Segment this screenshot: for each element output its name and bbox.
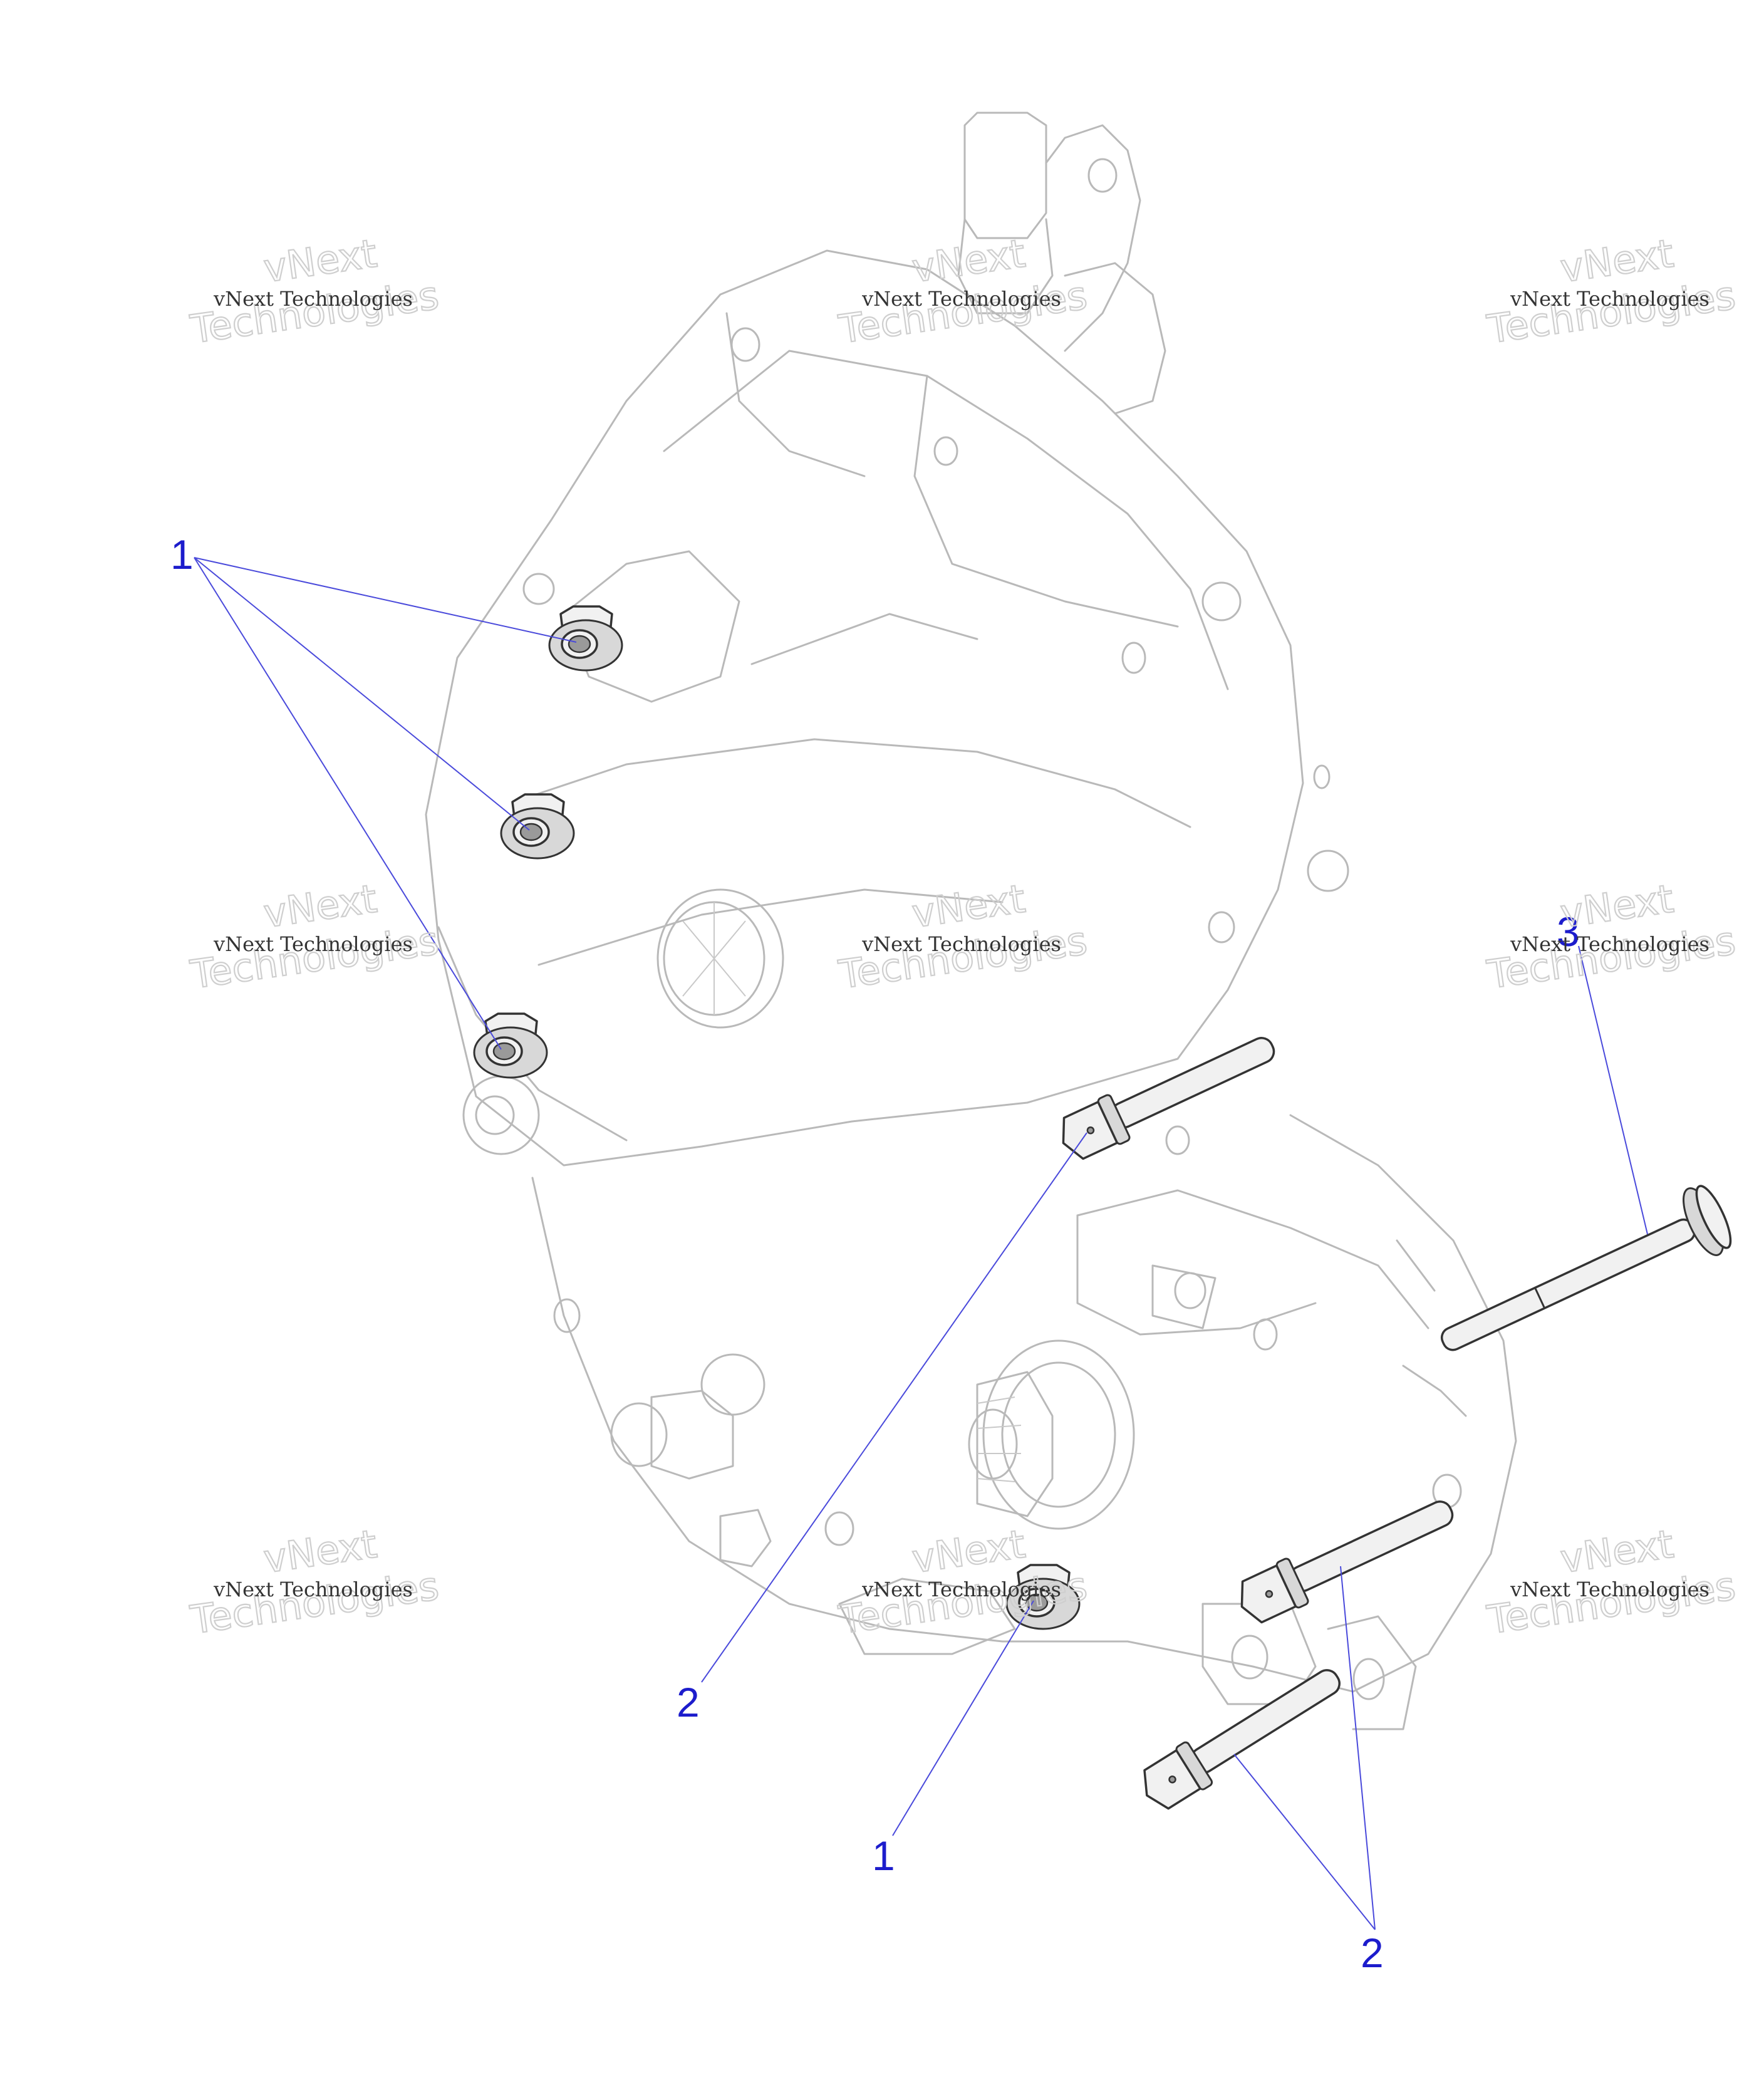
svg-text:vNext Technologies: vNext Technologies — [213, 932, 413, 956]
callout-item-1-lower: 1 — [872, 1833, 895, 1879]
watermark: vNext Technologies vNext Technologies — [1483, 875, 1739, 998]
svg-text:vNext Technologies: vNext Technologies — [1510, 932, 1710, 956]
flange-nut — [473, 1012, 548, 1079]
leader-lines — [194, 557, 1648, 1930]
callout-item-2-right: 2 — [1361, 1930, 1384, 1976]
housing-outline — [425, 112, 1517, 1730]
svg-text:vNext Technologies: vNext Technologies — [861, 287, 1061, 311]
svg-text:vNext Technologies: vNext Technologies — [213, 287, 413, 311]
watermark: vNext Technologies vNext Technologies — [1483, 1520, 1739, 1643]
callout-item-3: 3 — [1557, 908, 1580, 955]
svg-text:vNext Technologies: vNext Technologies — [1510, 1578, 1710, 1601]
watermark: vNext Technologies vNext Technologies — [187, 229, 442, 353]
callout-item-2-left: 2 — [677, 1679, 700, 1725]
watermark: vNext Technologies vNext Technologies — [835, 875, 1091, 998]
svg-text:vNext Technologies: vNext Technologies — [861, 1578, 1061, 1601]
watermark: vNext Technologies vNext Technologies — [187, 875, 442, 998]
flange-nut — [548, 605, 623, 672]
watermark: vNext Technologies vNext Technologies — [1483, 229, 1739, 353]
watermark: vNext Technologies vNext Technologies — [835, 229, 1091, 353]
svg-text:vNext Technologies: vNext Technologies — [861, 932, 1061, 956]
long-bolt — [1440, 1185, 1732, 1351]
flange-bolt — [1240, 1500, 1454, 1624]
flange-bolt — [1143, 1669, 1341, 1810]
flange-nut — [500, 793, 575, 860]
callout-item-1-upper: 1 — [170, 531, 194, 578]
svg-text:vNext Technologies: vNext Technologies — [1510, 287, 1710, 311]
flange-bolt — [1062, 1037, 1275, 1160]
watermark: vNext Technologies vNext Technologies — [187, 1520, 442, 1643]
svg-text:vNext Technologies: vNext Technologies — [213, 1578, 413, 1601]
